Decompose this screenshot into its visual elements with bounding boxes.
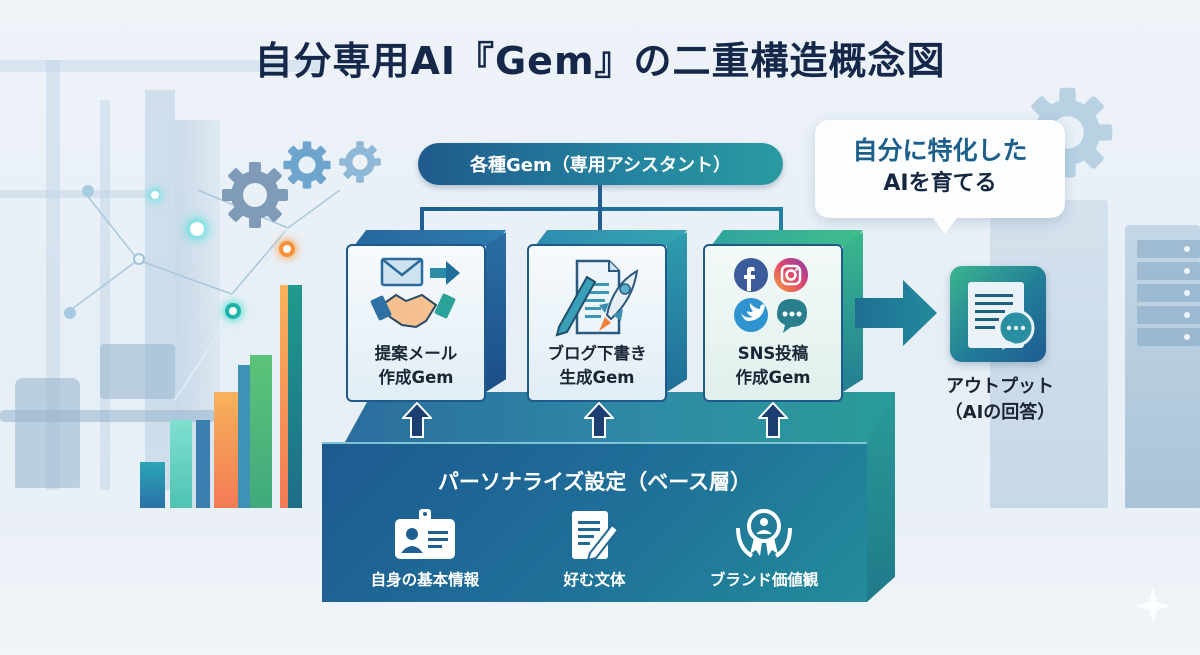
gear-icon — [339, 141, 381, 183]
award-hands-icon — [689, 509, 839, 560]
sparkle-icon — [1135, 588, 1171, 624]
up-arrow-icon — [584, 402, 614, 438]
right-arrow-icon — [855, 280, 937, 346]
output-label: アウトプット （AIの回答） — [944, 376, 1056, 423]
connector-line — [598, 185, 602, 209]
base-item-label: ブランド価値観 — [709, 571, 819, 589]
server-rack — [1125, 225, 1200, 510]
network-node — [82, 185, 94, 197]
document-pen-icon — [519, 510, 669, 561]
gem-label: 提案メール 作成Gem — [374, 344, 458, 387]
up-arrow-icon — [758, 402, 788, 438]
id-card-icon — [350, 509, 500, 560]
network-node-glow — [190, 222, 204, 236]
gem-card-sns-post: SNS投稿 作成Gem — [703, 230, 863, 402]
connector-line — [779, 207, 783, 233]
network-node-glow — [151, 191, 159, 199]
base-item-writing-style: 好む文体 — [519, 510, 669, 590]
output-document-chat-icon — [950, 266, 1046, 362]
base-item-label: 好む文体 — [563, 571, 626, 589]
network-node — [64, 307, 76, 319]
base-layer-items: 自身の基本情報 好む文体 — [322, 509, 867, 590]
callout-line1: 自分に特化した — [852, 136, 1028, 165]
monitor-silhouette — [100, 344, 175, 399]
gem-card-proposal-email: 提案メール 作成Gem — [346, 230, 506, 402]
connector-line — [598, 207, 602, 233]
base-item-profile: 自身の基本情報 — [350, 509, 500, 590]
gear-icon — [283, 141, 331, 189]
gem-label: SNS投稿 作成Gem — [735, 344, 811, 387]
email-handshake-icon — [348, 246, 484, 342]
network-node-teal — [225, 303, 241, 319]
gems-header-label: 各種Gem（専用アシスタント） — [418, 143, 783, 185]
callout-line2: AIを育てる — [883, 171, 997, 196]
background-bar-chart — [140, 280, 310, 510]
connector-line — [420, 207, 424, 233]
social-media-icons — [705, 246, 841, 342]
page-title: 自分専用AI『Gem』の二重構造概念図 — [254, 39, 946, 83]
up-arrow-icon — [402, 402, 432, 438]
network-node — [133, 253, 145, 265]
base-layer: パーソナライズ設定（ベース層） 自身の基本情報 — [322, 442, 867, 602]
base-item-brand-values: ブランド価値観 — [689, 509, 839, 590]
callout-bubble: 自分に特化した AIを育てる — [815, 120, 1065, 234]
base-item-label: 自身の基本情報 — [370, 571, 480, 589]
gem-card-blog-draft: ブログ下書き 生成Gem — [527, 230, 687, 402]
network-node-orange — [279, 241, 295, 257]
document-pencil-rocket-icon — [529, 246, 665, 342]
base-layer-title: パーソナライズ設定（ベース層） — [437, 470, 752, 494]
chair-silhouette — [15, 378, 80, 488]
gem-label: ブログ下書き 生成Gem — [547, 344, 647, 387]
gear-icon — [222, 162, 288, 228]
